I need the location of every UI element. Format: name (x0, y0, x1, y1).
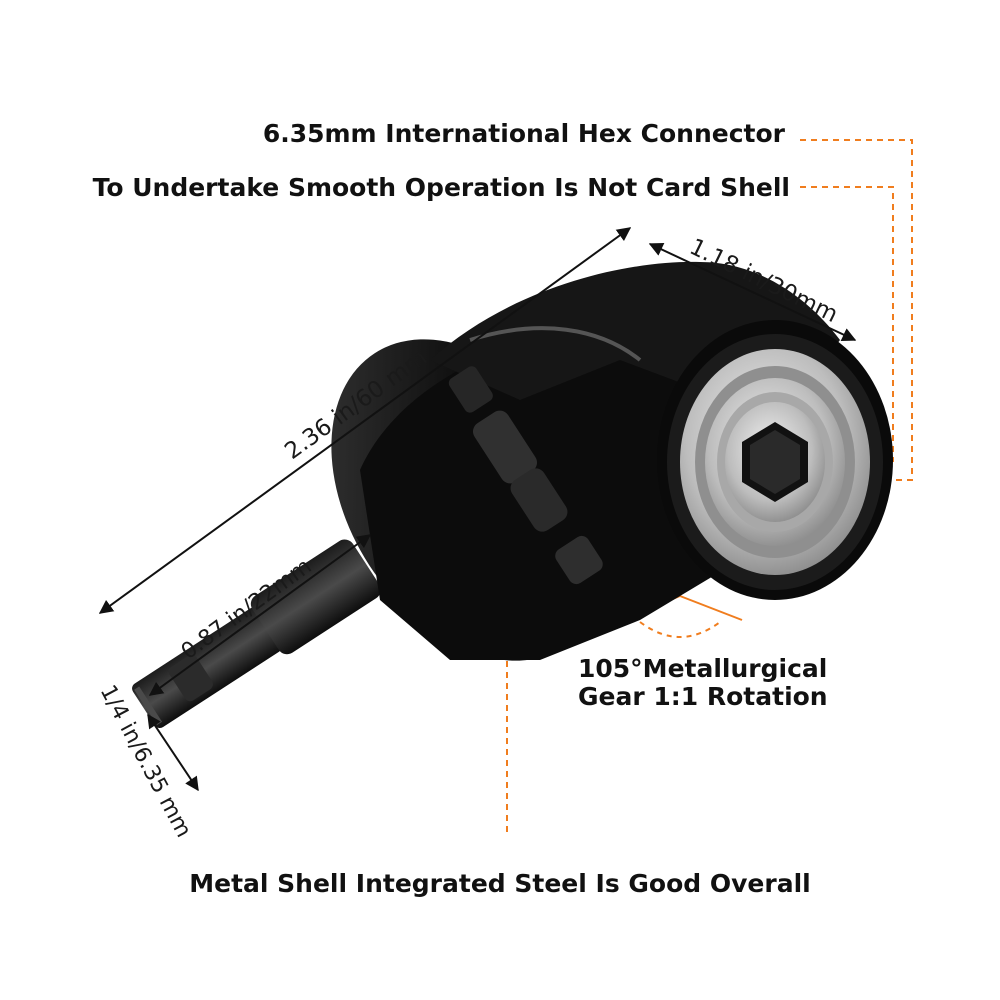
label-metal-shell: Metal Shell Integrated Steel Is Good Ove… (189, 869, 810, 898)
label-gear-line2: Gear 1:1 Rotation (578, 682, 828, 711)
dim-head-width (648, 243, 857, 341)
chuck-head (657, 320, 893, 600)
label-smooth-operation: To Undertake Smooth Operation Is Not Car… (93, 173, 790, 202)
dim-shank-length (148, 534, 372, 696)
dimension-arrows (98, 227, 857, 792)
label-gear-line1: 105°Metallurgical (578, 654, 827, 683)
leader-smooth-operation (800, 186, 894, 462)
dim-hex-size (147, 713, 199, 792)
label-hex-connector: 6.35mm International Hex Connector (263, 119, 786, 148)
